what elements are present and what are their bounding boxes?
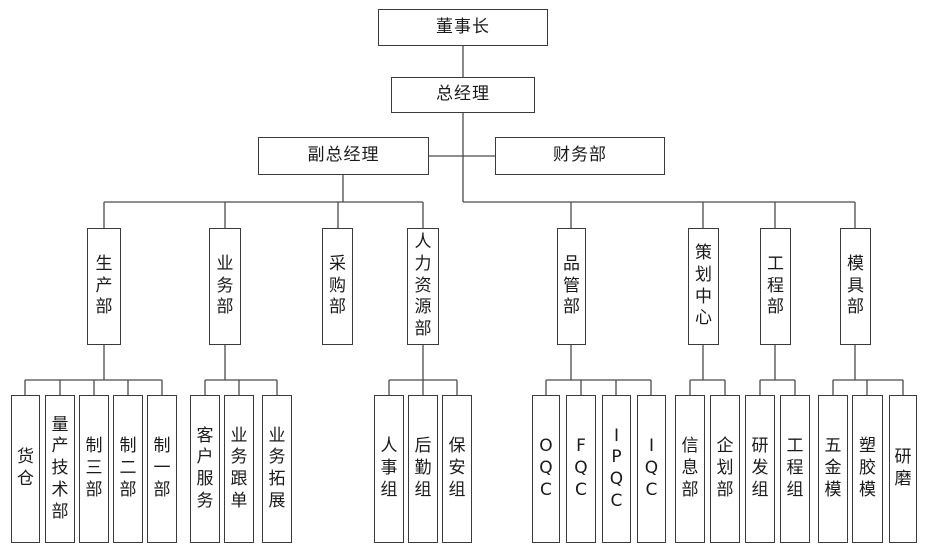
node-label: 工 程 组 — [786, 436, 804, 500]
node-label: 副总经理 — [307, 145, 380, 166]
node-label: 制 三 部 — [85, 436, 103, 500]
node-label: 制 一 部 — [153, 436, 171, 500]
node-manufacturing-1[interactable]: 制 一 部 — [147, 395, 177, 543]
node-engineering-dept[interactable]: 工 程 部 — [760, 228, 791, 345]
node-label: 信 息 部 — [681, 436, 699, 500]
node-label: 量 产 技 术 部 — [51, 414, 69, 522]
node-logistics-team[interactable]: 后 勤 组 — [408, 395, 438, 543]
node-label: 货 仓 — [17, 447, 34, 489]
node-label: 董事长 — [436, 16, 490, 37]
node-planning-center[interactable]: 策 划 中 心 — [688, 228, 719, 345]
node-label: 保 安 组 — [448, 436, 466, 500]
node-manufacturing-3[interactable]: 制 三 部 — [79, 395, 109, 543]
node-enterprise-planning-dept[interactable]: 企 划 部 — [710, 395, 740, 543]
node-order-tracking[interactable]: 业 务 跟 单 — [224, 395, 254, 543]
node-purchasing-dept[interactable]: 采 购 部 — [322, 228, 353, 345]
node-label: 业 务 部 — [216, 253, 234, 318]
node-label: 工 程 部 — [767, 253, 784, 318]
node-security-team[interactable]: 保 安 组 — [442, 395, 472, 543]
node-warehouse[interactable]: 货 仓 — [11, 395, 40, 543]
node-deputy-general-manager[interactable]: 副总经理 — [258, 137, 429, 175]
node-label: 企 划 部 — [716, 436, 734, 500]
node-label: 人 事 组 — [380, 436, 398, 500]
node-mass-production-tech[interactable]: 量 产 技 术 部 — [45, 395, 75, 543]
node-five-metal-mold[interactable]: 五 金 模 — [818, 395, 848, 543]
node-label: 总经理 — [436, 84, 490, 105]
node-label: F Q C — [574, 436, 588, 500]
node-hr-dept[interactable]: 人 力 资 源 部 — [407, 228, 439, 345]
node-mold-dept[interactable]: 模 具 部 — [840, 228, 871, 345]
node-engineering-team[interactable]: 工 程 组 — [780, 395, 810, 543]
node-label: 财务部 — [553, 145, 607, 166]
node-grinding[interactable]: 研 磨 — [889, 395, 917, 543]
node-sales-dept[interactable]: 业 务 部 — [209, 228, 241, 345]
node-plastic-mold[interactable]: 塑 胶 模 — [852, 395, 883, 543]
node-general-manager[interactable]: 总经理 — [391, 77, 535, 113]
node-label: I P Q C — [609, 425, 624, 511]
node-personnel-team[interactable]: 人 事 组 — [374, 395, 404, 543]
node-label: I Q C — [644, 436, 659, 500]
node-label: 塑 胶 模 — [859, 436, 876, 500]
node-label: 模 具 部 — [847, 253, 864, 318]
node-manufacturing-2[interactable]: 制 二 部 — [113, 395, 143, 543]
node-label: O Q C — [539, 436, 553, 500]
node-label: 品 管 部 — [563, 253, 580, 318]
node-label: 采 购 部 — [329, 253, 346, 318]
node-label: 研 磨 — [894, 447, 912, 489]
node-ipqc[interactable]: I P Q C — [602, 395, 631, 543]
node-customer-service[interactable]: 客 户 服 务 — [190, 395, 220, 543]
node-label: 五 金 模 — [824, 436, 842, 500]
node-label: 制 二 部 — [119, 436, 137, 500]
node-label: 生 产 部 — [95, 253, 113, 318]
node-chairman[interactable]: 董事长 — [378, 9, 548, 46]
node-it-dept[interactable]: 信 息 部 — [675, 395, 705, 543]
node-label: 客 户 服 务 — [196, 425, 214, 511]
node-fqc[interactable]: F Q C — [566, 395, 596, 543]
node-label: 业 务 拓 展 — [268, 425, 286, 511]
node-label: 人 力 资 源 部 — [414, 232, 432, 340]
node-label: 策 划 中 心 — [695, 243, 712, 329]
node-quality-dept[interactable]: 品 管 部 — [557, 228, 586, 345]
node-finance-dept[interactable]: 财务部 — [495, 137, 665, 175]
node-label: 研 发 组 — [751, 436, 769, 500]
node-business-development[interactable]: 业 务 拓 展 — [262, 395, 292, 543]
node-rnd-team[interactable]: 研 发 组 — [745, 395, 775, 543]
node-label: 后 勤 组 — [414, 436, 432, 500]
node-iqc[interactable]: I Q C — [637, 395, 666, 543]
node-production-dept[interactable]: 生 产 部 — [87, 228, 121, 345]
node-label: 业 务 跟 单 — [230, 425, 248, 511]
node-oqc[interactable]: O Q C — [532, 395, 560, 543]
